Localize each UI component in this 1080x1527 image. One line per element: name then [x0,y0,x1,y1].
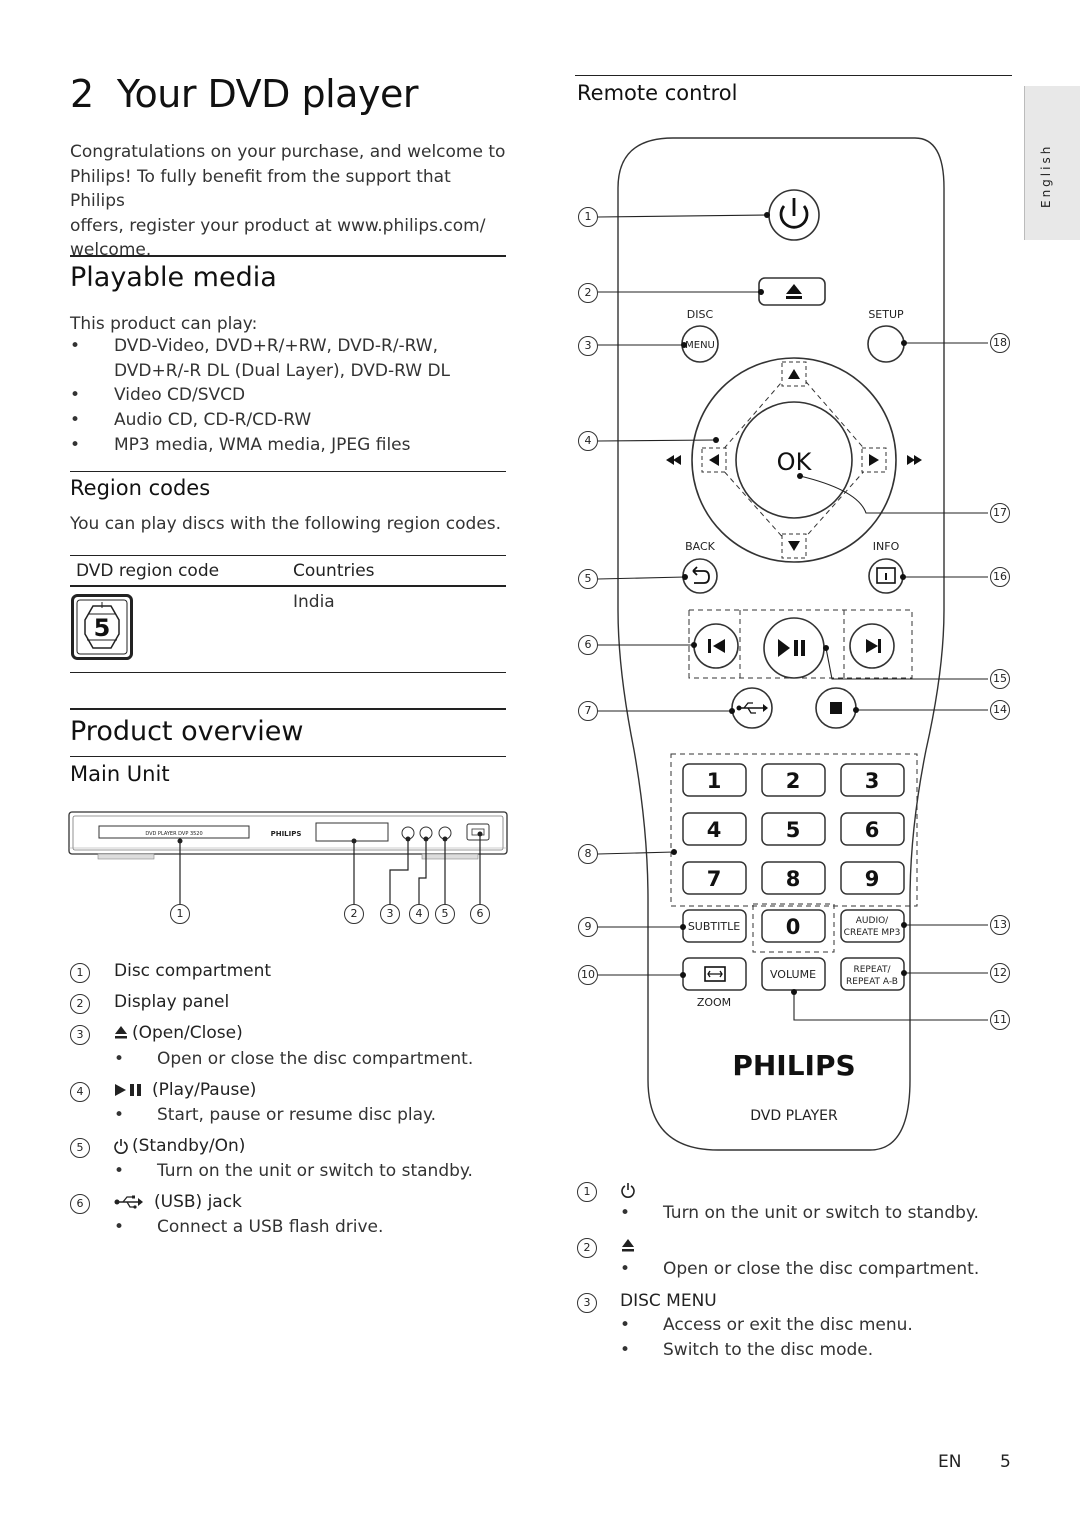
callout-2: 2 [344,904,364,924]
playable-media-heading: Playable media [70,262,277,293]
svg-text:PHILIPS: PHILIPS [732,1049,855,1082]
callout-5: 5 [435,904,455,924]
remote-callout-3: 3 [578,336,598,356]
section-divider [575,75,1012,76]
remote-callout-18: 18 [990,333,1010,353]
remote-callout-7: 7 [578,701,598,721]
remote-callout-12: 12 [990,963,1010,983]
main-unit-illustration: DVD PLAYER DVP 3520 PHILIPS [66,808,512,936]
remote-callout-17: 17 [990,503,1010,523]
svg-text:DVD PLAYER DVP 3520: DVD PLAYER DVP 3520 [145,831,202,837]
svg-text:8: 8 [786,867,801,891]
svg-text:0: 0 [786,915,801,939]
remote-callout-1: 1 [578,207,598,227]
product-overview-heading: Product overview [70,716,304,747]
svg-text:ZOOM: ZOOM [697,996,731,1009]
remote-callout-8: 8 [578,844,598,864]
eject-icon [621,1237,635,1258]
svg-text:1: 1 [707,769,722,793]
svg-text:3: 3 [865,769,880,793]
svg-text:SETUP: SETUP [868,308,904,321]
power-icon [114,1138,128,1159]
region-country: India [293,592,335,612]
main-unit-item-3: 3 (Open/Close) [70,1023,243,1045]
remote-control-illustration: DISC MENU SETUP OK BACK INFO [570,130,1020,1170]
svg-text:VOLUME: VOLUME [770,968,816,981]
page-title: 2 Your DVD player [70,72,418,116]
svg-text:INFO: INFO [873,540,900,553]
remote-callout-2: 2 [578,283,598,303]
main-unit-item-4: 4 (Play/Pause) [70,1080,256,1102]
remote-callout-15: 15 [990,669,1010,689]
svg-text:4: 4 [707,818,722,842]
svg-text:OK: OK [777,448,813,476]
remote-control-heading: Remote control [577,81,738,105]
callout-3: 3 [380,904,400,924]
main-unit-callouts: 1 2 3 4 5 6 [0,904,520,926]
region-table-header-code: DVD region code [76,561,220,581]
remote-callout-14: 14 [990,700,1010,720]
remote-callout-4: 4 [578,431,598,451]
remote-callout-9: 9 [578,917,598,937]
remote-item-1: 1 [577,1180,635,1202]
svg-text:6: 6 [865,818,880,842]
section-divider [70,255,506,257]
table-header-rule [70,585,506,587]
remote-callout-16: 16 [990,567,1010,587]
svg-text:5: 5 [94,614,111,642]
table-top-rule [70,555,506,556]
remote-callout-13: 13 [990,915,1010,935]
remote-callout-5: 5 [578,569,598,589]
region-lead: You can play discs with the following re… [70,514,502,534]
remote-callout-10: 10 [578,965,598,985]
language-side-tab: English [1024,86,1080,240]
callout-4: 4 [409,904,429,924]
svg-text:SUBTITLE: SUBTITLE [688,920,740,933]
main-unit-item-6: 6 (USB) jack [70,1192,242,1214]
callout-1: 1 [170,904,190,924]
remote-callout-6: 6 [578,635,598,655]
remote-callout-11: 11 [990,1010,1010,1030]
svg-text:AUDIO/: AUDIO/ [856,916,889,926]
page-number: 5 [1000,1452,1011,1472]
svg-text:DVD PLAYER: DVD PLAYER [750,1108,838,1124]
svg-text:CREATE MP3: CREATE MP3 [844,928,901,938]
eject-icon [114,1024,128,1045]
svg-text:5: 5 [786,818,801,842]
table-bottom-rule [70,672,506,673]
main-unit-heading: Main Unit [70,762,170,786]
main-unit-item-5: 5 (Standby/On) [70,1136,245,1158]
region-codes-heading: Region codes [70,476,211,500]
power-icon [621,1182,635,1203]
svg-text:REPEAT/: REPEAT/ [853,965,891,975]
usb-icon [114,1194,144,1214]
svg-text:MENU: MENU [685,340,715,351]
svg-text:7: 7 [707,867,722,891]
callout-6: 6 [470,904,490,924]
remote-item-2: 2 [577,1236,634,1258]
svg-text:DISC: DISC [687,308,714,321]
section-divider [70,471,506,472]
region-5-icon: 5 [71,594,133,660]
section-divider [70,708,506,710]
playable-lead: This product can play: [70,314,258,334]
svg-text:9: 9 [865,867,880,891]
svg-text:2: 2 [786,769,801,793]
footer-lang: EN [938,1452,962,1472]
play-pause-icon [114,1082,144,1102]
region-table-header-countries: Countries [293,561,375,581]
intro-paragraph: Congratulations on your purchase, and we… [70,142,506,260]
svg-text:BACK: BACK [685,540,716,553]
svg-text:PHILIPS: PHILIPS [271,830,302,838]
svg-text:REPEAT A-B: REPEAT A-B [846,977,898,987]
section-divider [70,756,506,757]
